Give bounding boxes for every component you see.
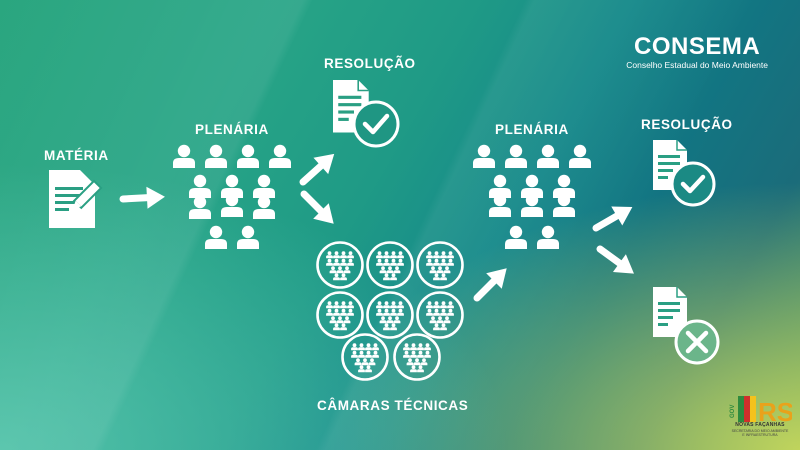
resolucao-1-label: RESOLUÇÃO bbox=[324, 56, 416, 71]
resolucao-1-document-check-icon bbox=[332, 79, 400, 148]
gov-rs-letters: RS bbox=[758, 397, 792, 427]
consema-title: CONSEMA bbox=[634, 33, 761, 60]
resolucao-2-document-check-icon bbox=[652, 139, 716, 207]
plenaria-1-people-icon bbox=[173, 144, 291, 249]
rejected-document-x-icon bbox=[652, 286, 720, 365]
gov-rs-logo: GOV RS bbox=[730, 396, 792, 427]
resolucao-2-label: RESOLUÇÃO bbox=[641, 117, 733, 132]
gov-vertical-text: GOV bbox=[730, 405, 736, 418]
consema-subtitle: Conselho Estadual do Meio Ambiente bbox=[626, 60, 768, 70]
plenaria-1-label: PLENÁRIA bbox=[195, 122, 269, 137]
arrow-plenaria-to-camaras bbox=[296, 186, 341, 231]
arrow-plenaria-to-resolucao bbox=[296, 146, 342, 190]
arrow-plenaria-to-resolucao-rejected bbox=[594, 240, 641, 282]
consema-logo: CONSEMA Conselho Estadual do Meio Ambien… bbox=[626, 33, 768, 71]
gov-logo-subtitle: SECRETARIA DO MEIO AMBIENTE E INFRAESTRU… bbox=[731, 429, 789, 437]
plenaria-2-label: PLENÁRIA bbox=[495, 122, 569, 137]
camaras-tecnicas-label: CÂMARAS TÉCNICAS bbox=[317, 398, 469, 413]
materia-label: MATÉRIA bbox=[44, 148, 109, 163]
gov-logo-name: NOVAS FAÇANHAS bbox=[735, 422, 785, 428]
arrow-plenaria-to-resolucao-approved bbox=[591, 197, 638, 237]
plenaria-2-people-icon bbox=[473, 144, 591, 249]
arrow-materia-to-plenaria bbox=[122, 186, 165, 210]
materia-document-icon bbox=[49, 170, 103, 228]
arrow-camaras-to-plenaria bbox=[469, 261, 514, 306]
camaras-tecnicas-group bbox=[318, 243, 463, 380]
